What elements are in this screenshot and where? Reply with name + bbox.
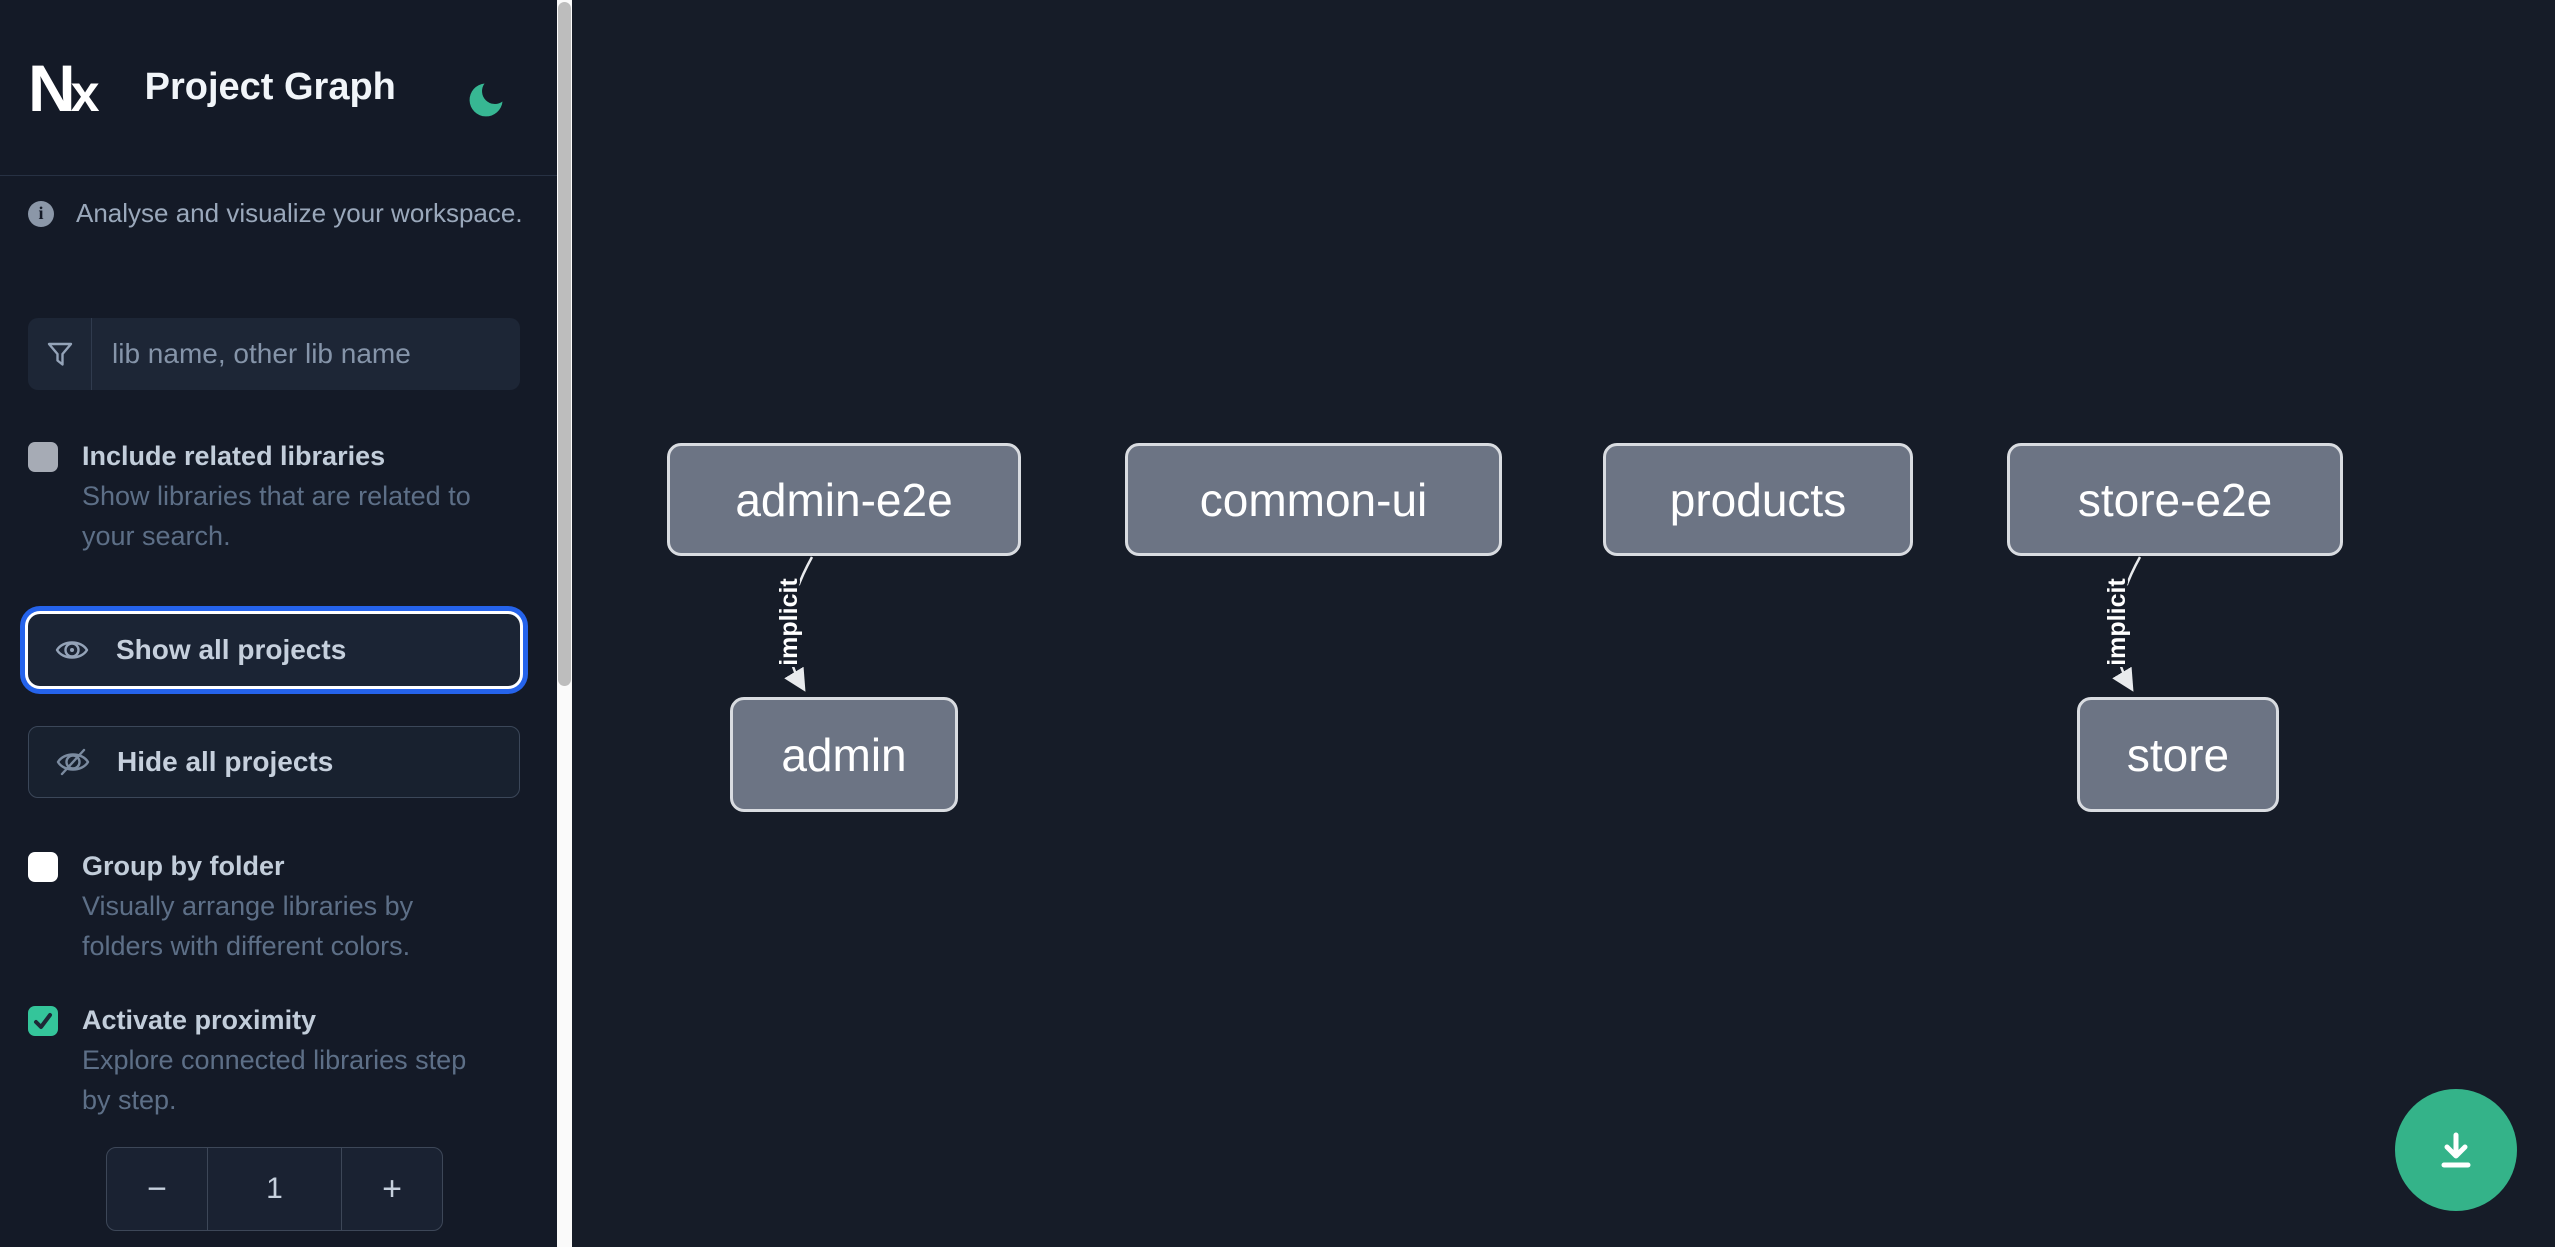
search-input[interactable] xyxy=(92,318,520,390)
page-title: Project Graph xyxy=(144,66,396,108)
workspace-info: i Analyse and visualize your workspace. xyxy=(28,198,537,229)
toggle-activate-proximity: Activate proximity Explore connected lib… xyxy=(28,1000,497,1120)
proximity-depth-stepper: − 1 + xyxy=(106,1147,443,1231)
project-graph-canvas[interactable]: implicit implicit admin-e2e common-ui pr… xyxy=(572,0,2555,1247)
toggle-description: Show libraries that are related to your … xyxy=(82,481,471,551)
decrement-button[interactable]: − xyxy=(147,1169,167,1208)
filter-icon xyxy=(28,318,92,390)
sidebar-scrollbar-thumb[interactable] xyxy=(558,2,571,686)
stepper-value: 1 xyxy=(207,1148,342,1230)
info-icon: i xyxy=(28,200,54,227)
edge-admin-e2e-admin[interactable] xyxy=(784,556,814,692)
graph-node[interactable]: admin xyxy=(730,697,958,812)
graph-node[interactable]: admin-e2e xyxy=(667,443,1021,556)
checkbox-group-by-folder[interactable] xyxy=(28,852,58,882)
hide-all-projects-button[interactable]: Hide all projects xyxy=(28,726,520,798)
toggle-label: Group by folder xyxy=(82,851,285,881)
edge-store-e2e-store[interactable] xyxy=(2112,556,2142,692)
increment-button[interactable]: + xyxy=(382,1169,402,1208)
download-image-button[interactable] xyxy=(2395,1089,2517,1211)
check-icon xyxy=(34,1013,52,1029)
graph-node[interactable]: common-ui xyxy=(1125,443,1502,556)
graph-node[interactable]: products xyxy=(1603,443,1913,556)
edge-label: implicit xyxy=(775,578,803,666)
toggle-include-related: Include related libraries Show libraries… xyxy=(28,436,497,556)
toggle-group-by-folder: Group by folder Visually arrange librari… xyxy=(28,846,497,966)
download-icon xyxy=(2441,1132,2471,1168)
toggle-description: Visually arrange libraries by folders wi… xyxy=(82,891,414,961)
checkbox-activate-proximity[interactable] xyxy=(28,1006,58,1036)
toggle-label: Include related libraries xyxy=(82,441,386,471)
info-text: Analyse and visualize your workspace. xyxy=(76,198,523,228)
toggle-label: Activate proximity xyxy=(82,1005,317,1035)
show-all-projects-button[interactable]: Show all projects xyxy=(28,614,520,686)
graph-edges: implicit implicit xyxy=(772,556,2142,692)
search-box xyxy=(28,318,520,390)
eye-icon xyxy=(55,641,89,659)
edge-label: implicit xyxy=(2103,578,2131,666)
hide-all-projects-label: Hide all projects xyxy=(117,746,334,777)
moon-icon[interactable] xyxy=(464,78,508,122)
sidebar-scrollbar-track[interactable] xyxy=(557,0,572,1247)
eye-off-icon xyxy=(56,748,90,776)
checkbox-include-related[interactable] xyxy=(28,442,58,472)
graph-node[interactable]: store-e2e xyxy=(2007,443,2343,556)
graph-node[interactable]: store xyxy=(2077,697,2279,812)
toggle-description: Explore connected libraries step by step… xyxy=(82,1045,467,1115)
show-all-projects-label: Show all projects xyxy=(116,634,347,665)
